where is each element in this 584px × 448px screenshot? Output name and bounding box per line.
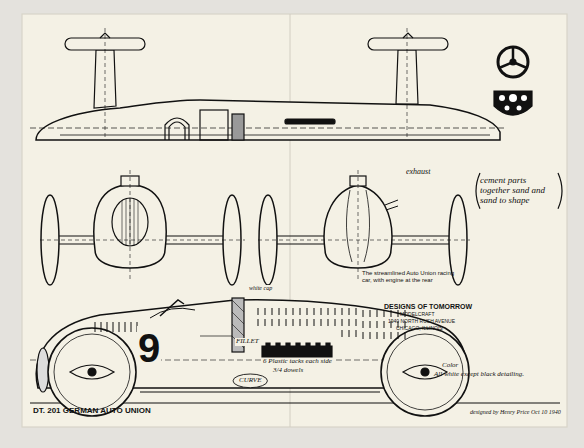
vent-slot [314, 308, 315, 315]
vent-slot [293, 308, 294, 315]
plan-note: 1940 NORTH RUSH AVENUE [388, 319, 455, 325]
vent-slot [125, 322, 126, 332]
vent-slot [265, 308, 266, 315]
vent-slot [342, 319, 343, 326]
top-view [30, 28, 505, 140]
vent-slot [391, 310, 392, 317]
vent-slot [370, 310, 371, 317]
vent-slot [131, 322, 132, 332]
plan-note: MODELCRAFT [400, 312, 434, 318]
vent-slot [300, 319, 301, 326]
vent-slot [265, 319, 266, 326]
dashboard [494, 91, 532, 115]
vent-slot [328, 308, 329, 315]
plan-note: 6 Plastic tacks each side [262, 358, 333, 366]
vent-slot [258, 319, 259, 326]
vent-slot [342, 330, 343, 337]
rear-view [258, 170, 470, 285]
vent-slot [307, 308, 308, 315]
vent-slot [279, 319, 280, 326]
vent-slot [356, 330, 357, 337]
plan-note: Color [442, 362, 458, 370]
vent-slot [314, 319, 315, 326]
vent-slot [328, 319, 329, 326]
vent-slot [377, 321, 378, 328]
vent-slot [370, 321, 371, 328]
vent-slot [363, 321, 364, 328]
vent-slot [356, 319, 357, 326]
vent-slot [377, 310, 378, 317]
plan-note: 3/4 dowels [272, 367, 304, 375]
vent-slot [335, 319, 336, 326]
vent-slot [384, 332, 385, 339]
front-view [40, 170, 245, 285]
vent-slot [405, 332, 406, 339]
vent-slot [119, 322, 120, 332]
vent-slot [349, 330, 350, 337]
vent-slot [307, 319, 308, 326]
plan-note: 9 [137, 326, 161, 370]
plan-note: cement parts together sand and sand to s… [480, 176, 558, 206]
vent-slot [363, 332, 364, 339]
vent-slot [113, 322, 114, 332]
vent-slot [342, 308, 343, 315]
paper-sheet [22, 14, 567, 427]
plan-note: The streamlined Auto Union racing car, w… [362, 270, 458, 283]
plan-note: FILLET [235, 338, 260, 346]
vent-slot [349, 319, 350, 326]
plan-note: white cap [248, 285, 273, 292]
vent-slot [321, 308, 322, 315]
vent-slot [300, 308, 301, 315]
plan-note: CHICAGO, ILLINOIS [396, 326, 443, 332]
plan-note: CURVE [239, 377, 261, 385]
vent-slot [293, 319, 294, 326]
vent-slot [101, 322, 102, 332]
vent-slot [286, 319, 287, 326]
plan-note: DESIGNS OF TOMORROW [384, 303, 472, 311]
vent-slot [95, 322, 96, 332]
curve-oval [233, 374, 267, 388]
vent-slot [398, 332, 399, 339]
vent-slot [272, 308, 273, 315]
vent-slot [391, 332, 392, 339]
plan-note: designed by Henry Price Oct 10 1940 [470, 409, 561, 416]
steering-wheel [498, 47, 528, 77]
plan-note: exhaust [406, 168, 430, 177]
vent-slot [349, 308, 350, 315]
vent-slot [356, 308, 357, 315]
vent-slot [258, 308, 259, 315]
vent-slot [107, 322, 108, 332]
vent-slot [363, 310, 364, 317]
vent-slot [384, 310, 385, 317]
vent-slot [286, 308, 287, 315]
plastic-tacks [262, 343, 332, 357]
vent-slot [272, 319, 273, 326]
vent-slot [398, 310, 399, 317]
sheet-title: DT. 201 GERMAN AUTO UNION [33, 407, 151, 416]
vent-slot [335, 308, 336, 315]
vent-slot [377, 332, 378, 339]
vent-slot [384, 321, 385, 328]
side-view [30, 298, 470, 416]
vent-slot [279, 308, 280, 315]
bracket [476, 173, 480, 209]
plan-note: All white except black detailing. [434, 371, 524, 379]
bracket [558, 173, 562, 209]
vent-slot [321, 319, 322, 326]
vent-slot [370, 332, 371, 339]
